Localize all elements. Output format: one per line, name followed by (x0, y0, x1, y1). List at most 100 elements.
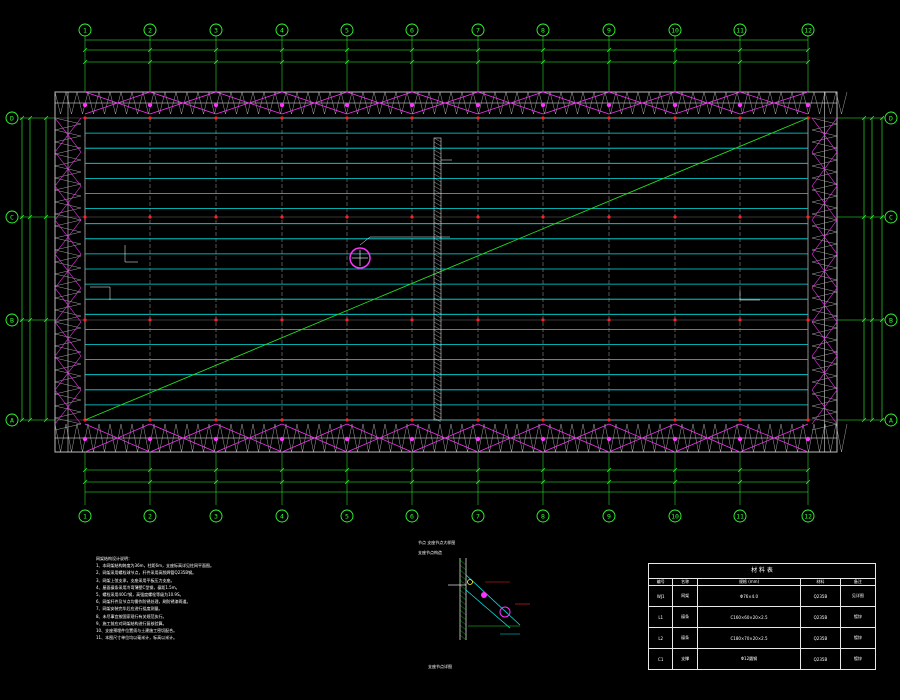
truss-web (263, 91, 270, 115)
axis-label: 4 (280, 512, 284, 520)
truss-web (720, 91, 727, 115)
hatch (433, 269, 442, 275)
truss-web (511, 91, 518, 115)
hatch (433, 373, 442, 379)
node (214, 116, 218, 120)
truss-web (670, 91, 677, 115)
band-node (475, 436, 481, 442)
truss-web (87, 423, 94, 453)
truss-web (835, 423, 842, 453)
band-node (344, 102, 350, 108)
detail-hatch (459, 559, 467, 566)
truss-web (811, 363, 838, 371)
table-cell: Q235B (800, 585, 841, 607)
table-cell: 网架 (672, 585, 698, 607)
band-node (82, 102, 88, 108)
truss-web (786, 423, 793, 453)
node (410, 418, 414, 422)
truss-web (164, 91, 171, 115)
truss-web (54, 363, 82, 371)
truss-web (637, 423, 644, 453)
truss-web (555, 91, 562, 115)
truss-web (329, 423, 336, 453)
brace (54, 355, 82, 391)
truss-web (384, 423, 391, 453)
brace (674, 91, 741, 115)
truss-web (604, 91, 611, 115)
outer-boundary (54, 91, 838, 453)
axis-label: 7 (476, 512, 480, 520)
note-line: 9、施工前应对网架结构进行复核验算。 (96, 620, 167, 626)
truss-web (236, 423, 243, 453)
truss-web (208, 423, 215, 453)
truss-web (109, 423, 116, 453)
truss-web (811, 195, 838, 203)
truss-web (811, 237, 838, 245)
axis-label: D (10, 114, 14, 122)
brace (149, 423, 217, 453)
truss-web (368, 423, 375, 453)
truss-web (390, 91, 397, 115)
truss-web (307, 91, 314, 115)
node (345, 215, 349, 219)
truss-web (230, 91, 237, 115)
truss-web (811, 423, 838, 431)
hatch (433, 197, 442, 203)
truss-web (54, 195, 82, 203)
hatch (433, 317, 442, 323)
truss-web (665, 423, 672, 453)
truss-web (811, 375, 838, 383)
axis-bubble (275, 509, 289, 523)
truss-web (654, 423, 661, 453)
truss-web (263, 423, 270, 453)
band-node (147, 436, 153, 442)
truss-web (54, 171, 82, 179)
brace (608, 91, 676, 115)
hatch (433, 277, 442, 283)
axis-label: A (889, 416, 893, 424)
truss-web (186, 91, 193, 115)
band-node (737, 102, 743, 108)
truss-web (811, 123, 838, 131)
hatch (433, 345, 442, 351)
truss-web (544, 423, 551, 453)
node (280, 318, 284, 322)
truss-web (709, 91, 716, 115)
truss-web (560, 91, 567, 115)
hatch (433, 297, 442, 303)
truss-web (412, 91, 419, 115)
truss-web (467, 91, 474, 115)
axis-label: C (889, 213, 893, 221)
truss-web (406, 91, 413, 115)
truss-web (54, 423, 61, 453)
table-cell: WJ1 (647, 585, 674, 607)
truss-web (324, 91, 331, 115)
hatch (433, 161, 442, 167)
truss-web (811, 309, 838, 317)
axis-bubble (78, 23, 92, 37)
truss-web (450, 91, 457, 115)
table-cell: C180×70×20×2.5 (696, 627, 802, 649)
axis-label: 11 (736, 26, 744, 34)
hatch (433, 305, 442, 311)
truss-web (71, 91, 78, 115)
brace (54, 219, 82, 255)
truss-web (192, 91, 199, 115)
truss-web (54, 351, 82, 359)
truss-web (544, 91, 551, 115)
truss-web (252, 91, 259, 115)
hatch (433, 265, 442, 271)
axis-bubble (275, 23, 289, 37)
hatch (433, 289, 442, 295)
brace (811, 355, 838, 391)
truss-web (54, 321, 82, 329)
note-line: 2、网架采用螺栓球节点，杆件采用高频焊管Q235B钢。 (96, 570, 197, 576)
material-table-header-cell: 名称 (672, 578, 698, 586)
hatch (433, 401, 442, 407)
hatch (433, 189, 442, 195)
truss-web (643, 423, 650, 453)
truss-web (780, 423, 787, 453)
truss-web (54, 327, 82, 335)
